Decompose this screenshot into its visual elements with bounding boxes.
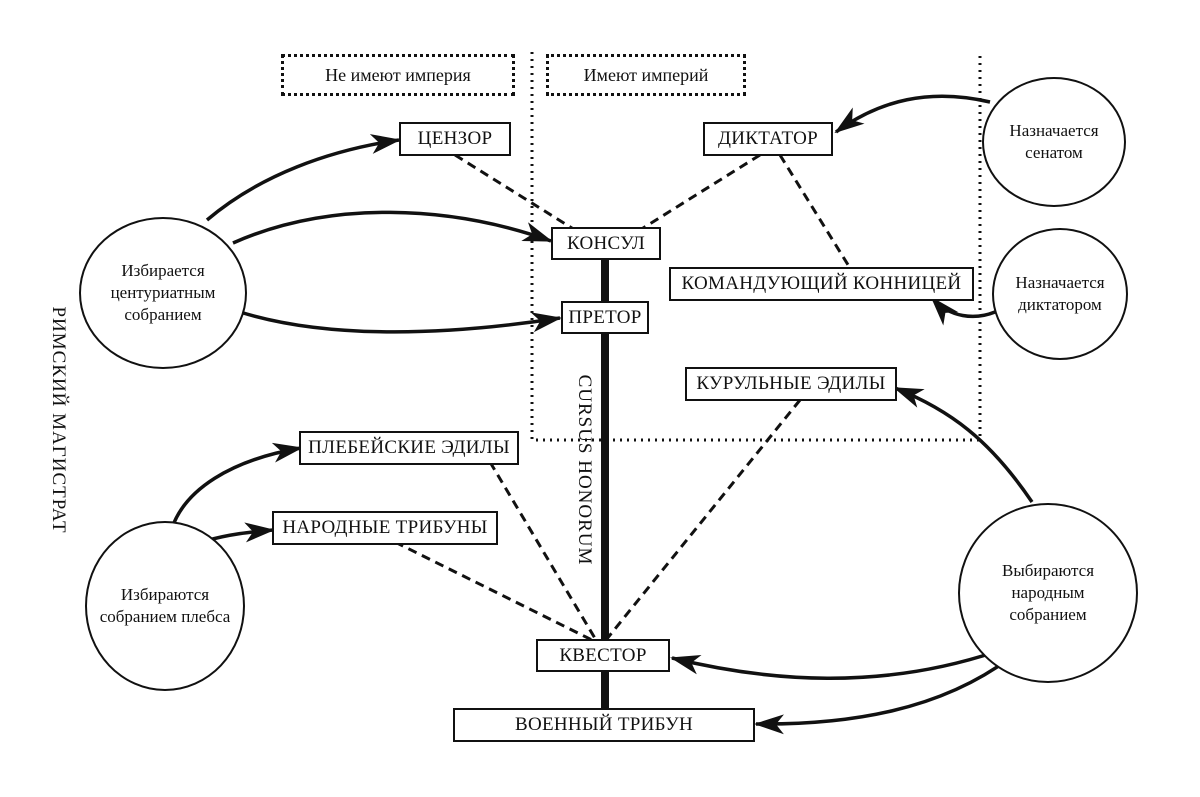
dictator-appoints-circle: Назначается диктатором xyxy=(992,228,1128,360)
arrow-dictator-magister xyxy=(930,296,996,326)
magister-equitum-box: КОМАНДУЮЩИЙ КОННИЦЕЙ xyxy=(669,267,974,301)
cursus-honorum-label: CURSUS HONORUM xyxy=(574,374,595,566)
link-plebaediles-quaestor xyxy=(488,461,598,641)
centuriate-assembly-circle: Избирается центуриатным собранием xyxy=(79,217,247,369)
plebeian-assembly-circle: Избираются собранием плебса xyxy=(85,521,245,691)
link-dictator-consul xyxy=(639,153,761,232)
arrow-plebs-plebaediles xyxy=(170,442,303,529)
tribunes-plebs-box: НАРОДНЫЕ ТРИБУНЫ xyxy=(272,511,498,545)
arrow-people-quaestor xyxy=(670,650,996,680)
arrow-centuriate-censor xyxy=(205,134,401,222)
arrow-centuriate-consul xyxy=(232,210,553,245)
imperium-region-border xyxy=(530,52,982,442)
military-tribune-box: ВОЕННЫЙ ТРИБУН xyxy=(453,708,755,742)
senate-circle: Назначается сенатом xyxy=(982,77,1126,207)
no-imperium-header: Не имеют империя xyxy=(281,54,515,96)
consul-box: КОНСУЛ xyxy=(551,227,661,260)
arrow-centuriate-praetor xyxy=(239,310,562,334)
election-arrows xyxy=(170,94,1034,735)
arrow-senate-dictator xyxy=(834,94,991,134)
imperium-header: Имеют империй xyxy=(546,54,746,96)
plebeian-aediles-box: ПЛЕБЕЙСКИЕ ЭДИЛЫ xyxy=(299,431,519,465)
hierarchy-links xyxy=(394,153,852,642)
curule-aediles-box: КУРУЛЬНЫЕ ЭДИЛЫ xyxy=(685,367,897,401)
link-tribunes-quaestor xyxy=(394,540,593,642)
link-censor-consul xyxy=(454,153,576,232)
arrow-people-militarytribune xyxy=(754,656,1012,735)
popular-assembly-circle: Выбираются народным собранием xyxy=(958,503,1138,683)
quaestor-box: КВЕСТОР xyxy=(536,639,670,672)
arrow-people-curuleaediles xyxy=(893,386,1034,503)
roman-magistracy-label: РИМСКИЙ МАГИСТРАТ xyxy=(48,306,69,534)
dictator-box: ДИКТАТОР xyxy=(703,122,833,156)
link-dictator-magister xyxy=(778,154,852,269)
censor-box: ЦЕНЗОР xyxy=(399,122,511,156)
praetor-box: ПРЕТОР xyxy=(561,301,649,334)
link-curuleaediles-quaestor xyxy=(604,399,802,641)
